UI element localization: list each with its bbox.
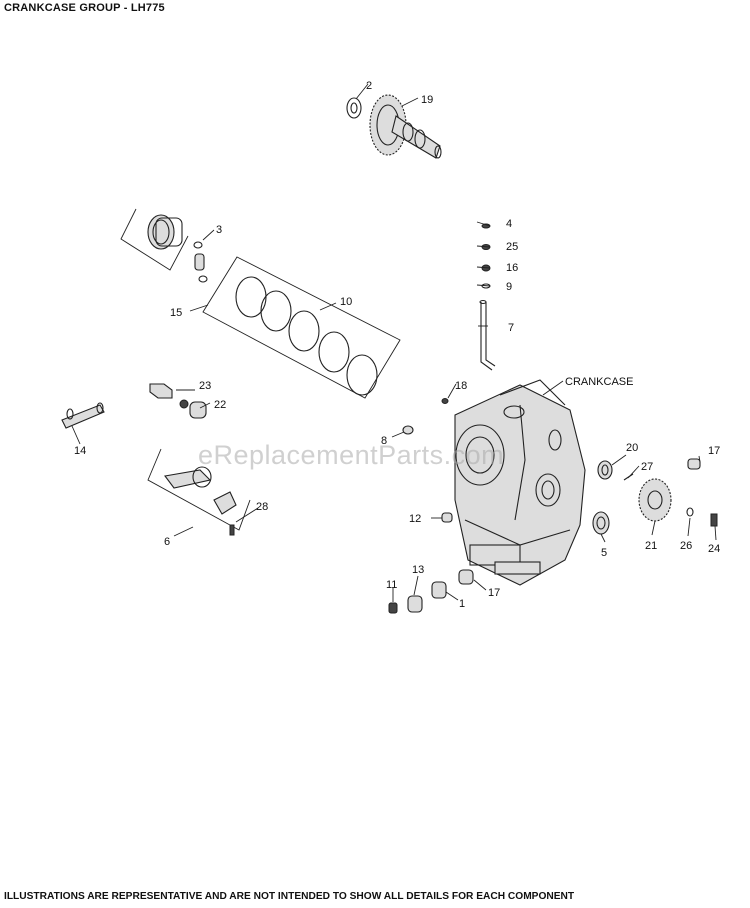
crankcase-body[interactable]	[454, 379, 586, 586]
callout-19: 19	[421, 94, 433, 106]
part-18-plug[interactable]	[441, 398, 449, 404]
part-19-camshaft[interactable]	[369, 94, 442, 159]
callout-25: 25	[506, 241, 518, 253]
callout-24: 24	[708, 543, 720, 555]
part-8-plug[interactable]	[402, 425, 414, 435]
part-21-gear[interactable]	[638, 478, 672, 522]
part-14-shaft[interactable]	[61, 402, 105, 429]
callout-16: 16	[506, 262, 518, 274]
callout-12: 12	[409, 513, 421, 525]
callout-2: 2	[366, 80, 372, 92]
part-13-bushing[interactable]	[407, 595, 423, 613]
callout-15: 15	[170, 307, 182, 319]
part-11-plug[interactable]	[388, 602, 398, 614]
part-1-bushing[interactable]	[431, 581, 447, 599]
diagram-title: CRANKCASE GROUP - LH775	[4, 2, 165, 14]
callout-17-bottom: 17	[488, 587, 500, 599]
callout-9: 9	[506, 281, 512, 293]
part-7-dipstick-tube[interactable]	[479, 299, 496, 371]
callout-4: 4	[506, 218, 512, 230]
part-12-dowel[interactable]	[441, 512, 453, 523]
callout-8: 8	[381, 435, 387, 447]
disclaimer-footer: ILLUSTRATIONS ARE REPRESENTATIVE AND ARE…	[4, 891, 575, 902]
part-10-piston-rings[interactable]	[202, 256, 401, 399]
part-26-washer[interactable]	[686, 507, 694, 517]
part-24-bolt[interactable]	[710, 513, 718, 527]
part-20-seal[interactable]	[597, 460, 613, 480]
callout-22: 22	[214, 399, 226, 411]
callout-7: 7	[508, 322, 514, 334]
parts-diagram: 2 19 3 4 25 16 9 10 15 7 CRANKCASE 18 23…	[61, 80, 720, 614]
part-17-plug-right[interactable]	[687, 458, 701, 470]
watermark: eReplacementParts.com	[198, 440, 505, 470]
callout-20: 20	[626, 442, 638, 454]
callout-21: 21	[645, 540, 657, 552]
callout-3: 3	[216, 224, 222, 236]
callout-10: 10	[340, 296, 352, 308]
callout-17-right: 17	[708, 445, 720, 457]
part-22-filter[interactable]	[179, 399, 207, 419]
part-15-piston-assembly[interactable]	[120, 208, 189, 271]
callout-23: 23	[199, 380, 211, 392]
callout-14: 14	[74, 445, 86, 457]
part-2-washer[interactable]	[346, 97, 362, 119]
callout-27: 27	[641, 461, 653, 473]
callout-crankcase: CRANKCASE	[565, 376, 633, 388]
part-23-fitting[interactable]	[149, 383, 173, 399]
callout-5: 5	[601, 547, 607, 559]
part-6-connecting-rod[interactable]	[147, 448, 251, 536]
callout-6: 6	[164, 536, 170, 548]
callout-28: 28	[256, 501, 268, 513]
callout-11: 11	[386, 579, 397, 591]
part-17-bushing-bottom[interactable]	[458, 569, 474, 585]
part-5-seal[interactable]	[592, 511, 610, 535]
leader-lines	[71, 83, 717, 602]
callout-18: 18	[455, 380, 467, 392]
callout-1: 1	[459, 598, 465, 610]
part-3-piston-pin[interactable]	[193, 241, 208, 283]
callout-26: 26	[680, 540, 692, 552]
callout-13: 13	[412, 564, 424, 576]
